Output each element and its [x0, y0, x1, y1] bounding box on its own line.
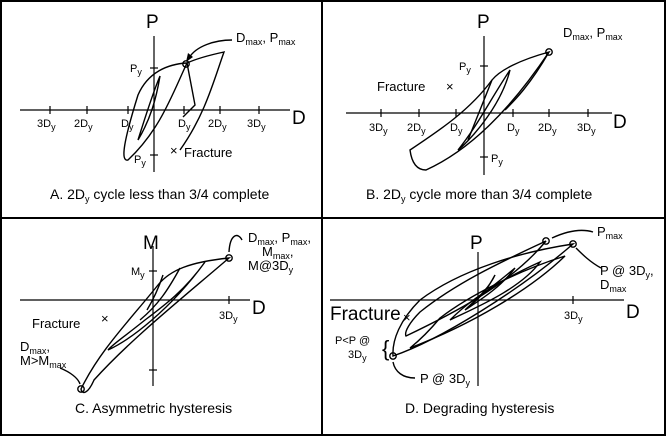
panel-c-peak-label: Dmax, Pmax,	[248, 230, 311, 247]
panel-d-plt-label-line2: 3Dy	[348, 349, 367, 363]
panel-c-x-axis-label: D	[252, 298, 266, 319]
panel-c-fracture-label: Fracture	[32, 316, 80, 331]
panel-b-loop-upper	[504, 51, 550, 111]
panel-c-low-arrow	[59, 367, 81, 385]
panel-d-p3dy-label-line2: Dmax	[600, 277, 627, 294]
panel-a-peak-marker	[182, 60, 190, 68]
panel-a-tick-label: Dy	[121, 118, 134, 132]
panel-d-fracture-label: Fracture	[330, 304, 401, 325]
panel-d-low-marker	[389, 352, 397, 360]
panel-a-loop-return	[182, 62, 196, 118]
panel-d-p3dy-marker	[569, 240, 577, 248]
panel-c-y-axis-label: M	[143, 233, 159, 254]
panel-c-loop-second	[107, 261, 206, 351]
panel-d-loop-inner	[469, 274, 496, 307]
panel-d-p-at-3dy-label: P @ 3Dy	[420, 371, 470, 388]
panel-d-brace: {	[382, 336, 389, 361]
panel-d-p3dy-label: P @ 3Dy,	[600, 263, 654, 280]
panel-b-peak-label: Dmax, Pmax	[563, 25, 623, 42]
panel-d-loop-1	[392, 242, 576, 357]
panel-c-caption: C. Asymmetric hysteresis	[75, 400, 232, 416]
panel-a-peak-label: Dmax, Pmax	[236, 30, 296, 47]
panel-c-loop-inner	[146, 274, 164, 311]
panel-b-x-axis-label: D	[613, 112, 627, 133]
panel-d-3dy-label: 3Dy	[564, 310, 583, 324]
panel-b-tick-label: Dy	[507, 122, 520, 136]
panel-d: P D 3Dy Pmax P @ 3Dy, Dmax × Fracture P<…	[330, 224, 654, 416]
panel-a-fracture-x: ×	[170, 143, 178, 158]
panel-c-fracture-x: ×	[101, 311, 109, 326]
panel-b-fracture-x: ×	[446, 79, 454, 94]
panel-d-fracture-x: ×	[403, 310, 411, 325]
panel-a-tick-label: 3Dy	[37, 118, 56, 132]
panel-d-x-axis-label: D	[626, 302, 640, 323]
panel-b-loop-outer	[409, 50, 551, 171]
panel-b-loop-middle	[457, 69, 511, 151]
panel-d-pmax-arrow	[551, 229, 594, 239]
panel-c-low-marker	[77, 385, 85, 393]
panel-b-y-axis-label: P	[477, 12, 490, 33]
panel-b-py-top-label: Py	[459, 61, 471, 75]
panel-d-pmax-marker	[542, 237, 550, 245]
panel-a-caption: A. 2Dy cycle less than 3/4 complete	[50, 186, 269, 204]
panel-d-p3dy-arrow	[575, 247, 602, 269]
panel-a-tick-label: 2Dy	[208, 118, 227, 132]
panel-a: P D 3Dy 2Dy Dy Dy 2Dy 3Dy Py Py	[20, 12, 306, 204]
panel-b-tick-label: 2Dy	[407, 122, 426, 136]
panel-b-peak-marker	[545, 48, 553, 56]
panel-d-y-axis-label: P	[470, 233, 483, 254]
panel-b-tick-label: Dy	[450, 122, 463, 136]
panel-c-peak-label-line3: M@3Dy	[248, 258, 294, 275]
panel-c-low-label: Dmax,	[20, 339, 50, 356]
panel-a-x-ticks: 3Dy 2Dy Dy Dy 2Dy 3Dy	[37, 106, 266, 132]
panel-d-caption: D. Degrading hysteresis	[405, 400, 554, 416]
panel-c-loop-third	[139, 267, 181, 321]
panel-a-loop-outer	[123, 62, 189, 161]
panel-a-fracture-label: Fracture	[184, 145, 232, 160]
panel-a-loop-inner	[137, 75, 161, 141]
panel-b-fracture-label: Fracture	[377, 79, 425, 94]
panel-c-peak-marker	[225, 254, 233, 262]
panel-d-plt-label: P<P @	[335, 335, 370, 347]
panel-b-py-bottom-label: Py	[491, 153, 503, 167]
panel-b-tick-label: 3Dy	[369, 122, 388, 136]
panel-d-low-arrow	[392, 361, 416, 379]
panel-a-py-bottom-label: Py	[134, 154, 146, 168]
panel-b-caption: B. 2Dy cycle more than 3/4 complete	[366, 186, 592, 204]
panel-a-peak-arrow	[188, 39, 233, 59]
panel-a-loop-upper	[179, 51, 226, 151]
panel-a-tick-label: 2Dy	[74, 118, 93, 132]
panel-a-py-top-label: Py	[130, 63, 142, 77]
panel-d-pmax-label: Pmax	[597, 224, 623, 241]
panel-a-peak-arrowhead	[186, 53, 193, 62]
panel-c-loop-outer	[80, 257, 232, 394]
panel-c: M D My 3Dy Dmax, Pmax, Mmax, M@3Dy × Fra…	[20, 230, 311, 416]
panel-b-tick-label: 2Dy	[538, 122, 557, 136]
panel-a-tick-label: 3Dy	[247, 118, 266, 132]
panel-b-loop-inner	[467, 79, 493, 141]
panel-b-tick-label: 3Dy	[577, 122, 596, 136]
panel-d-loop-5	[464, 267, 516, 311]
panel-c-low-label-line2: M>Mmax	[20, 353, 67, 370]
panel-a-y-axis-label: P	[146, 12, 159, 33]
panel-a-tick-label: Dy	[178, 118, 191, 132]
panel-d-loop-2	[404, 240, 547, 337]
panel-a-x-axis-label: D	[292, 108, 306, 129]
panel-c-my-label: My	[131, 266, 145, 280]
panel-b-x-ticks: 3Dy 2Dy Dy Dy 2Dy 3Dy	[369, 109, 596, 136]
panel-c-peak-arrow	[228, 234, 243, 253]
panel-b: P D 3Dy 2Dy Dy Dy 2Dy 3Dy Py Py Dmax, Pm…	[346, 12, 627, 204]
panel-c-peak-label-line2: Mmax,	[262, 244, 293, 261]
panel-c-3dy-label: 3Dy	[219, 310, 238, 324]
